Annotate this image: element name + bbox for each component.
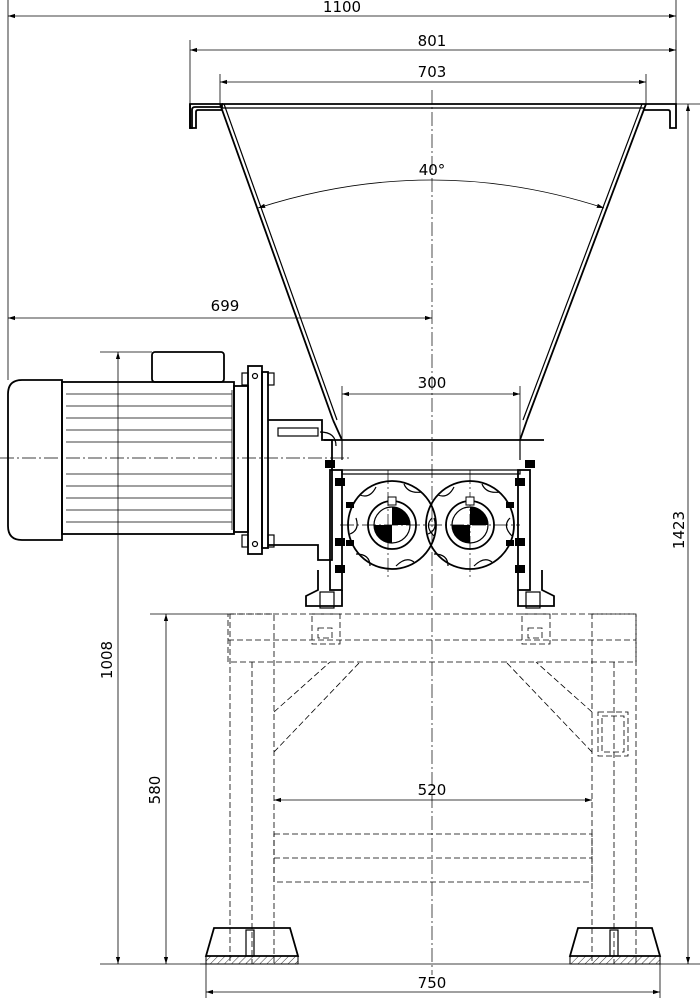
dim-throat-width: 300 — [418, 374, 447, 392]
motor-flange-bolts — [241, 372, 275, 548]
dimension-lines — [7, 0, 700, 998]
dim-hopper-flange-width: 801 — [418, 32, 447, 50]
dim-hopper-angle: 40° — [419, 161, 446, 179]
dim-total-height: 1423 — [670, 511, 688, 549]
electric-motor — [7, 351, 337, 561]
dim-frame-height: 580 — [146, 776, 164, 805]
chamber-bolts — [325, 460, 535, 573]
dim-motor-offset: 699 — [211, 297, 240, 315]
rotor-right — [425, 480, 515, 570]
motor-cooling-fins — [66, 390, 233, 530]
cutting-chamber — [305, 460, 555, 609]
rotor-left — [347, 480, 437, 570]
support-frame — [200, 613, 700, 965]
center-lines — [0, 90, 520, 975]
dim-overall-width: 1100 — [323, 0, 361, 16]
dim-hopper-inner-width: 703 — [418, 63, 447, 81]
dim-base-width: 750 — [418, 974, 447, 992]
dim-frame-inner-width: 520 — [418, 781, 447, 799]
dimension-labels: 1100 801 703 40° 699 300 520 750 1423 10… — [98, 0, 688, 992]
hopper — [189, 103, 677, 460]
dim-motor-axis-height: 1008 — [98, 641, 116, 679]
